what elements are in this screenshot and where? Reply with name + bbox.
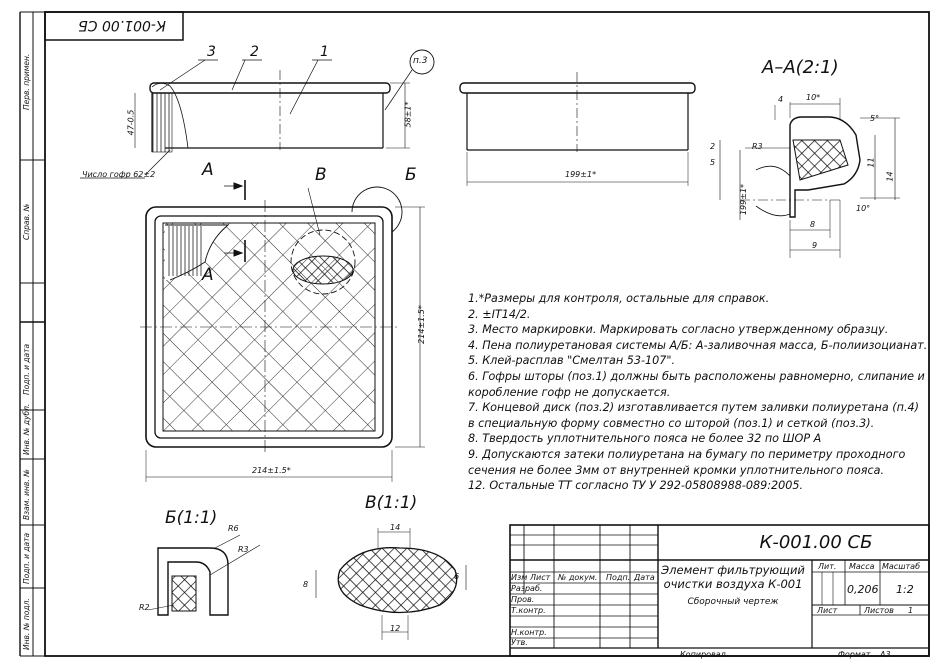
side-label-repl-inv: Взам. инв. № (22, 469, 31, 520)
note-line: 2. ±IT14/2. (468, 307, 531, 321)
dim-body-height: 47-0.5 (126, 109, 136, 136)
note-line: коробление гофр не допускается. (468, 385, 671, 399)
copied-label: Копировал (680, 650, 726, 659)
view-b (315, 528, 467, 640)
dim-199-section: 199±1* (739, 183, 749, 216)
side-label-first-use: Перв. примен. (22, 53, 31, 110)
lit-header: Лит. (818, 562, 837, 571)
item-label-2: 2 (250, 44, 259, 60)
sheet-label: Лист (817, 606, 838, 615)
mesh-dim-8: 8 (303, 580, 309, 589)
role-developer: Разраб. (511, 584, 543, 593)
plan-view (140, 180, 425, 482)
dim-plan-width: 214±1.5* (252, 466, 291, 475)
dim-10deg: 10° (856, 204, 871, 213)
note-line: 4. Пена полиуретановая системы А/Б: А-за… (468, 338, 928, 352)
view-bb-title: Б(1:1) (165, 508, 218, 528)
format-label: Формат (838, 650, 871, 659)
dim-r2: R2 (139, 603, 150, 612)
note-line: 5. Клей-расплав "Смелтан 53-107". (468, 354, 676, 368)
mesh-dim-6: 6 (454, 572, 460, 581)
view-bb-marker: Б (405, 165, 417, 185)
stamp-code: К-001.00 СБ (78, 17, 166, 33)
mesh-dim-14: 14 (390, 523, 401, 532)
header-sign: Подп. (606, 573, 631, 582)
folds-label: Число гофр 62±2 (82, 170, 156, 179)
item-label-1: 1 (320, 44, 329, 60)
note-line: 7. Концевой диск (поз.2) изготавливается… (468, 401, 919, 415)
sheets-value: 1 (908, 606, 914, 615)
note-line: 3. Место маркировки. Маркировать согласн… (468, 323, 889, 337)
product-name: Элемент фильтрующий очистки воздуха К-00… (658, 563, 808, 591)
section-a-a (719, 98, 900, 258)
sheet-frame (44, 11, 930, 657)
sheets-label: Листов (864, 606, 894, 615)
note-ref-label: п.3 (413, 56, 428, 66)
section-label-top: А (202, 160, 214, 180)
dim-5: 5 (710, 158, 716, 167)
role-checker: Пров. (511, 595, 535, 604)
side-view (459, 72, 696, 186)
view-b-marker: В (315, 165, 327, 185)
header-doc-no: № докум. (558, 573, 598, 582)
scale-value: 1:2 (896, 583, 914, 596)
dim-4: 4 (778, 95, 784, 104)
note-line: 1.*Размеры для контроля, остальные для с… (468, 292, 770, 305)
title-block (509, 524, 930, 657)
side-label-sign-date-2: Подп. и дата (22, 532, 31, 584)
view-bb (147, 534, 261, 616)
technical-notes: 1.*Размеры для контроля, остальные для с… (468, 291, 928, 494)
view-b-title: В(1:1) (365, 493, 418, 513)
mass-value: 0,206 (847, 583, 879, 596)
header-date: Дата (634, 573, 655, 582)
document-type: Сборочный чертеж (687, 597, 779, 607)
dim-2: 2 (710, 142, 716, 151)
document-code: К-001.00 СБ (759, 532, 873, 553)
dim-side-width: 199±1* (565, 170, 597, 179)
dim-r3: R3 (752, 142, 763, 151)
stamp-box (44, 11, 184, 41)
side-label-sign-date-1: Подп. и дата (22, 343, 31, 395)
product-name-line-1: Элемент фильтрующий (661, 563, 805, 577)
note-line: в специальную форму совместно со шторой … (468, 416, 875, 430)
scale-header: Масштаб (882, 562, 921, 571)
note-line: 8. Твердость уплотнительного пояса не бо… (468, 432, 822, 446)
dim-overall-height: 58±1* (403, 101, 413, 128)
product-name-line-2: очистки воздуха К-001 (663, 577, 803, 591)
role-tech-control: Т.контр. (511, 606, 546, 615)
note-line: 9. Допускаются затеки полиуретана на бум… (468, 447, 906, 461)
note-line: 6. Гофры шторы (поз.1) должны быть распо… (468, 369, 925, 383)
dim-10: 10* (806, 93, 821, 102)
front-view (80, 49, 435, 179)
note-line: сечения не более 3мм от внутренней кромк… (468, 463, 885, 477)
note-line: 12. Остальные ТТ согласно ТУ У 292-05808… (468, 479, 804, 493)
header-sheet: Лист (530, 573, 551, 582)
side-label-orig-inv: Инв. № подл. (22, 598, 31, 650)
side-label-dup-inv: Инв. № дубл. (22, 403, 31, 455)
dim-14: 14 (885, 171, 895, 182)
item-label-3: 3 (207, 44, 216, 60)
dim-8: 8 (810, 220, 816, 229)
dim-r3-bb: R3 (238, 545, 249, 554)
dim-r6: R6 (228, 524, 239, 533)
mass-header: Масса (849, 562, 875, 571)
section-label-bottom: А (202, 265, 214, 285)
dim-9: 9 (812, 241, 818, 250)
mesh-dim-12: 12 (390, 624, 401, 633)
role-norm-control: Н.контр. (511, 628, 547, 637)
header-change: Изм (511, 573, 528, 582)
dim-11: 11 (866, 157, 876, 168)
side-label-ref-no: Справ. № (22, 203, 31, 241)
dim-5deg: 5° (870, 114, 880, 123)
role-approved: Утв. (511, 638, 528, 647)
format-value: А3 (880, 650, 891, 659)
section-title: А–А(2:1) (762, 57, 839, 78)
dim-plan-height: 214±1.5* (416, 305, 426, 344)
